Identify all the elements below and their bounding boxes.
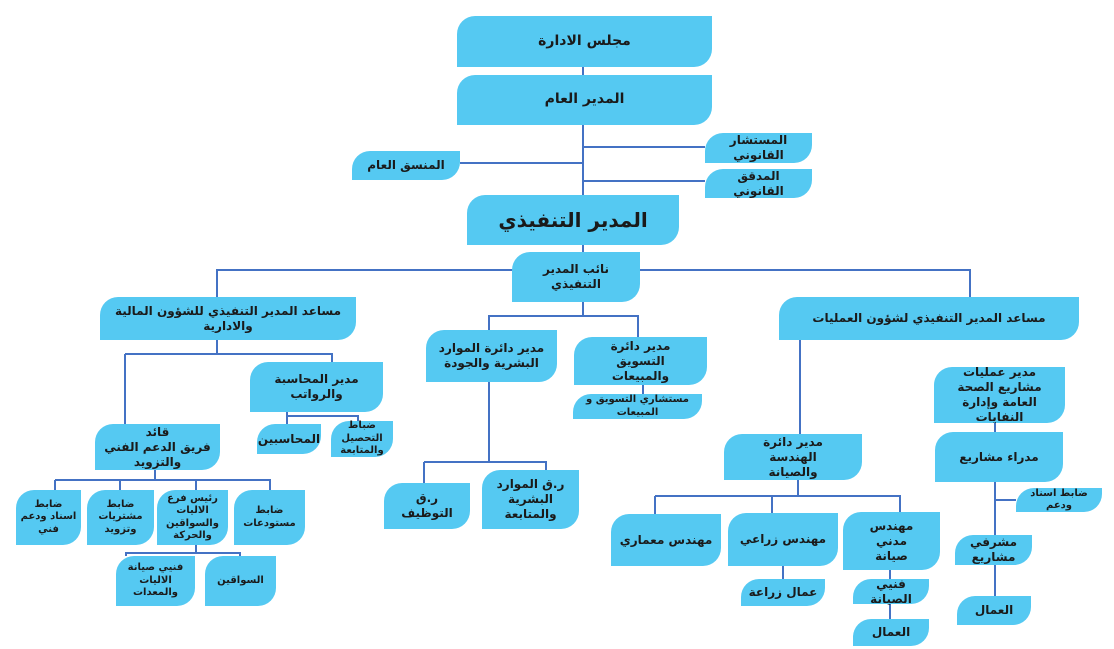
- node-agricultural-engineer: مهندس زراعي: [728, 513, 838, 566]
- node-tech-support-officer: ضابط اسناد ودعم فني: [16, 490, 81, 545]
- node-workers-projects: العمال: [957, 596, 1031, 625]
- node-accounting-payroll-director: مدير المحاسبة والرواتب: [250, 362, 383, 412]
- node-marketing-sales-consultants: مستشاري التسويق و المبيعات: [573, 394, 702, 419]
- node-support-officer: ضابط اسناد ودعم: [1016, 488, 1102, 512]
- support-team-leader-title: قائد: [145, 424, 170, 439]
- node-architect: مهندس معماري: [611, 514, 721, 566]
- node-legal-auditor: المدقق القانوني: [705, 169, 812, 198]
- node-procurement-officer: ضابط مشتريات وتزويد: [87, 490, 154, 545]
- node-marketing-sales-director: مدير دائرة التسويق والمبيعات: [574, 337, 707, 385]
- node-projects-ops-director: مدير عمليات مشاريع الصحة العامة وإدارة ا…: [934, 365, 1065, 424]
- node-asst-operations: مساعد المدير التنفيذي لشؤون العمليات: [779, 297, 1079, 340]
- node-drivers: السواقين: [205, 556, 276, 606]
- node-general-manager: المدير العام: [457, 75, 712, 125]
- node-support-team-leader: قائد فريق الدعم الفني والتزويد: [95, 424, 220, 470]
- node-general-coordinator: المنسق العام: [352, 151, 460, 180]
- node-deputy-ceo: نائب المدير التنفيذي: [512, 252, 640, 302]
- node-project-supervisor: مشرفي مشاريع: [955, 535, 1032, 565]
- node-agriculture-workers: عمال زراعة: [741, 579, 825, 606]
- node-hr-followup: ر.ق الموارد البشرية والمتابعة: [482, 470, 579, 529]
- node-vehicles-branch-head: رئيس فرع الاليات والسواقين والحركة: [157, 490, 228, 545]
- node-project-managers: مدراء مشاريع: [935, 432, 1063, 482]
- node-collection-officers: ضباط التحصيل والمتابعة: [331, 420, 393, 457]
- node-board: مجلس الادارة: [457, 16, 712, 67]
- node-hr-quality-director: مدير دائرة الموارد البشرية والجودة: [426, 330, 557, 382]
- support-team-leader-team: فريق الدعم الفني والتزويد: [104, 439, 211, 469]
- node-legal-advisor: المستشار القانوني: [705, 133, 812, 163]
- node-maintenance-tech: فنيي الصيانة: [853, 577, 929, 606]
- node-ceo: المدير التنفيذي: [467, 195, 679, 245]
- node-warehouse-officer: ضابط مستودعات: [234, 490, 305, 545]
- node-workers-engineering: العمال: [853, 619, 929, 646]
- node-engineering-maintenance-director: مدير دائرة الهندسة والصيانة: [724, 434, 862, 480]
- node-civil-engineer: مهندس مدني صيانة: [843, 512, 940, 570]
- node-asst-finance-admin: مساعد المدير التنفيذي للشؤون المالية وال…: [100, 297, 356, 340]
- node-accountants: المحاسبين: [257, 424, 321, 454]
- node-maintenance-technicians: فنيي صيانة الاليات والمعدات: [116, 556, 195, 606]
- node-recruitment: ر.ق التوظيف: [384, 483, 470, 529]
